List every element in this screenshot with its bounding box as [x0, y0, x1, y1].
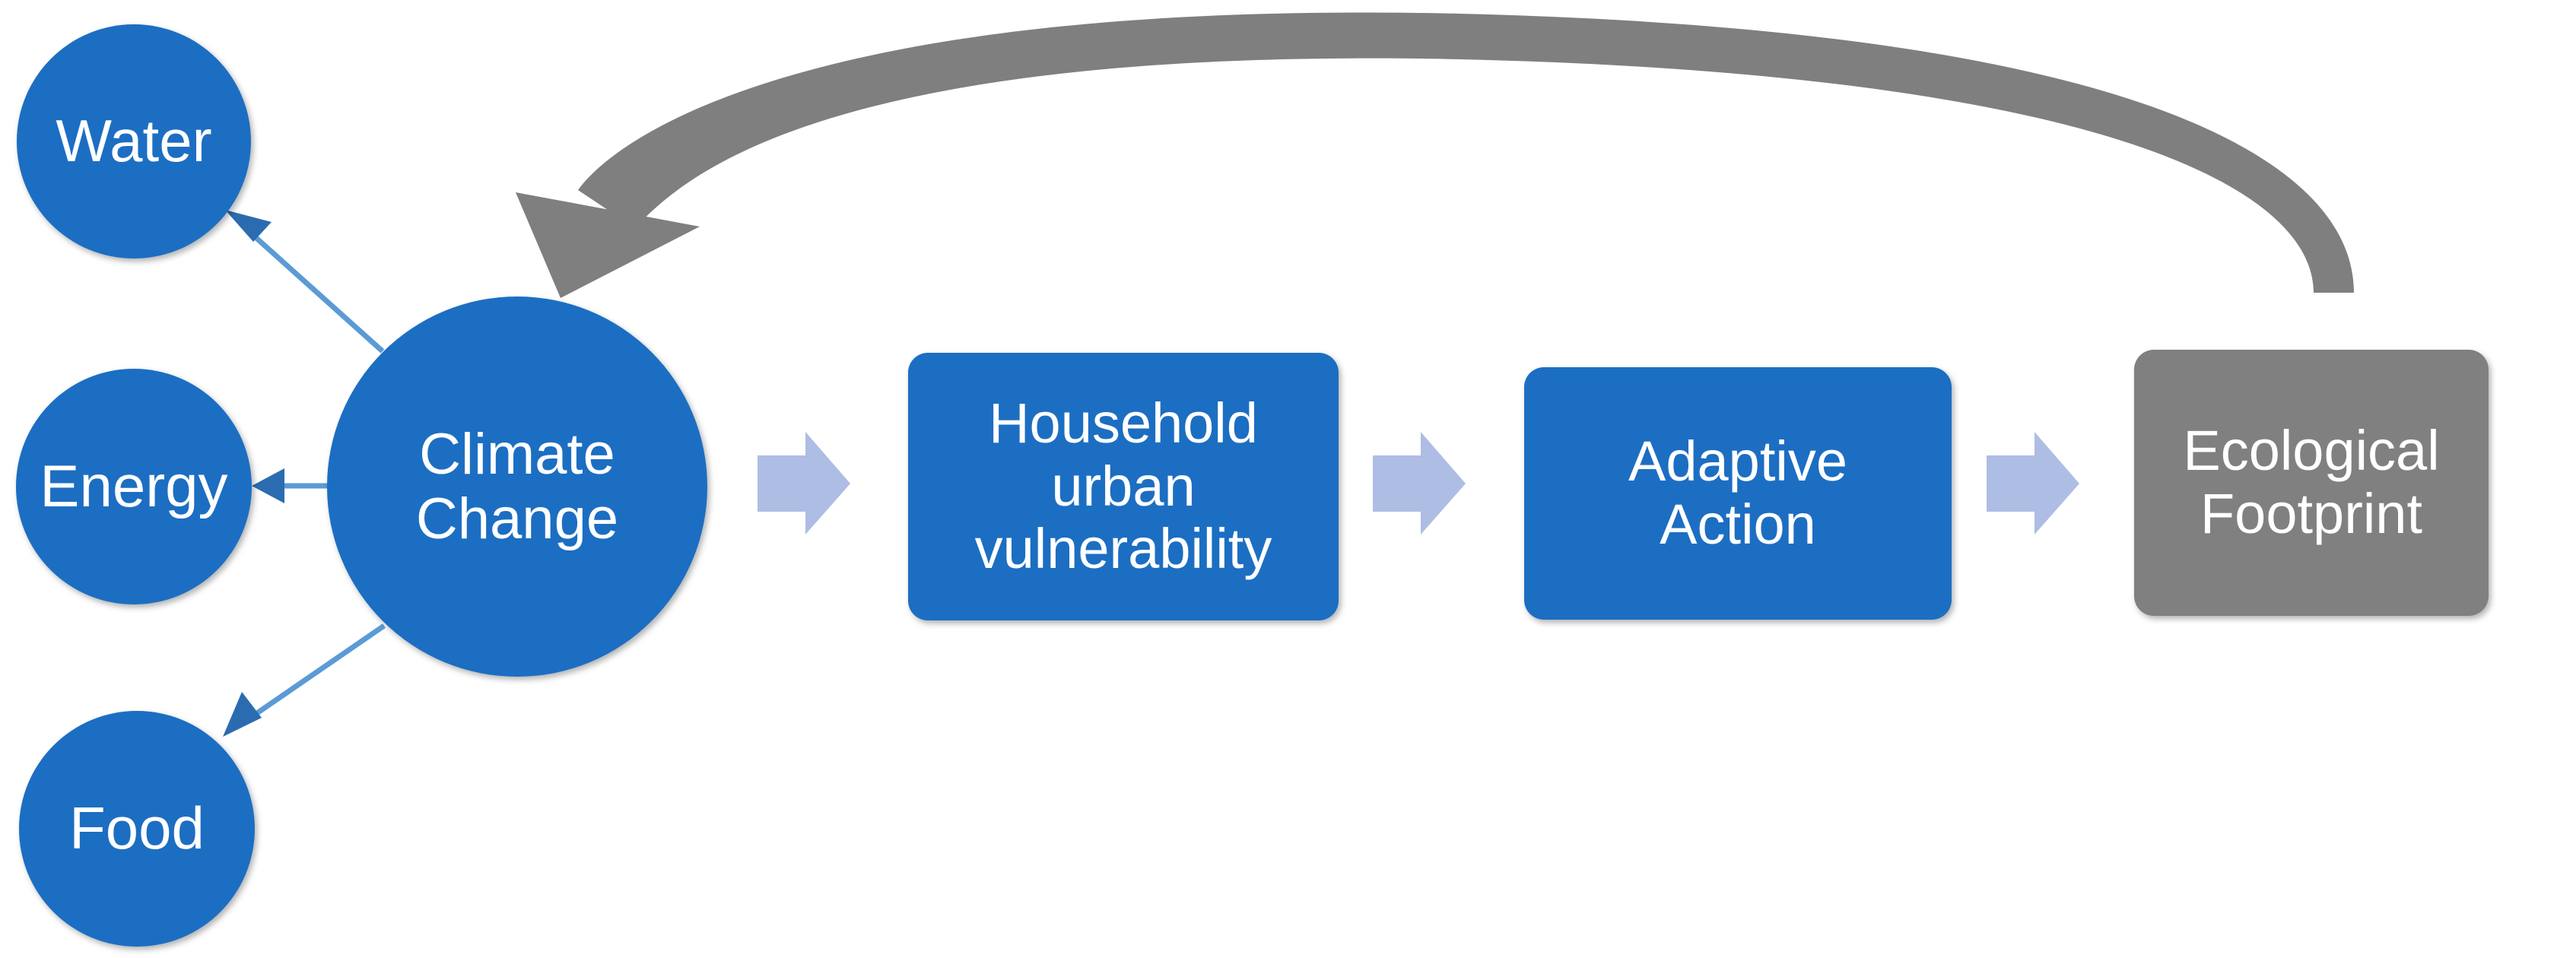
adaptive-action-node-shape[interactable]: [1524, 367, 1952, 620]
chevron-climate-to-household-icon: [758, 432, 850, 535]
water-node-shape[interactable]: [17, 24, 251, 259]
chevron-adaptive-to-footprint-icon: [1987, 432, 2079, 535]
ecological-footprint-node-shape[interactable]: [2134, 350, 2489, 616]
feedback-ecological-footprint-to-climate-change-arrow: [516, 12, 2354, 298]
chevron-household-to-adaptive-icon: [1373, 432, 1466, 535]
feedback-arrow-head: [516, 192, 700, 298]
feedback-arrow-body: [578, 12, 2354, 293]
household-urban-vulnerability-node-shape[interactable]: [908, 353, 1339, 620]
energy-node-shape[interactable]: [16, 369, 252, 604]
climate-change-node-shape[interactable]: [327, 297, 707, 677]
food-node-shape[interactable]: [19, 711, 255, 947]
connector-climate-to-energy: [252, 468, 330, 503]
connector-climate-to-food: [223, 623, 386, 737]
connector-climate-to-water: [225, 210, 385, 354]
